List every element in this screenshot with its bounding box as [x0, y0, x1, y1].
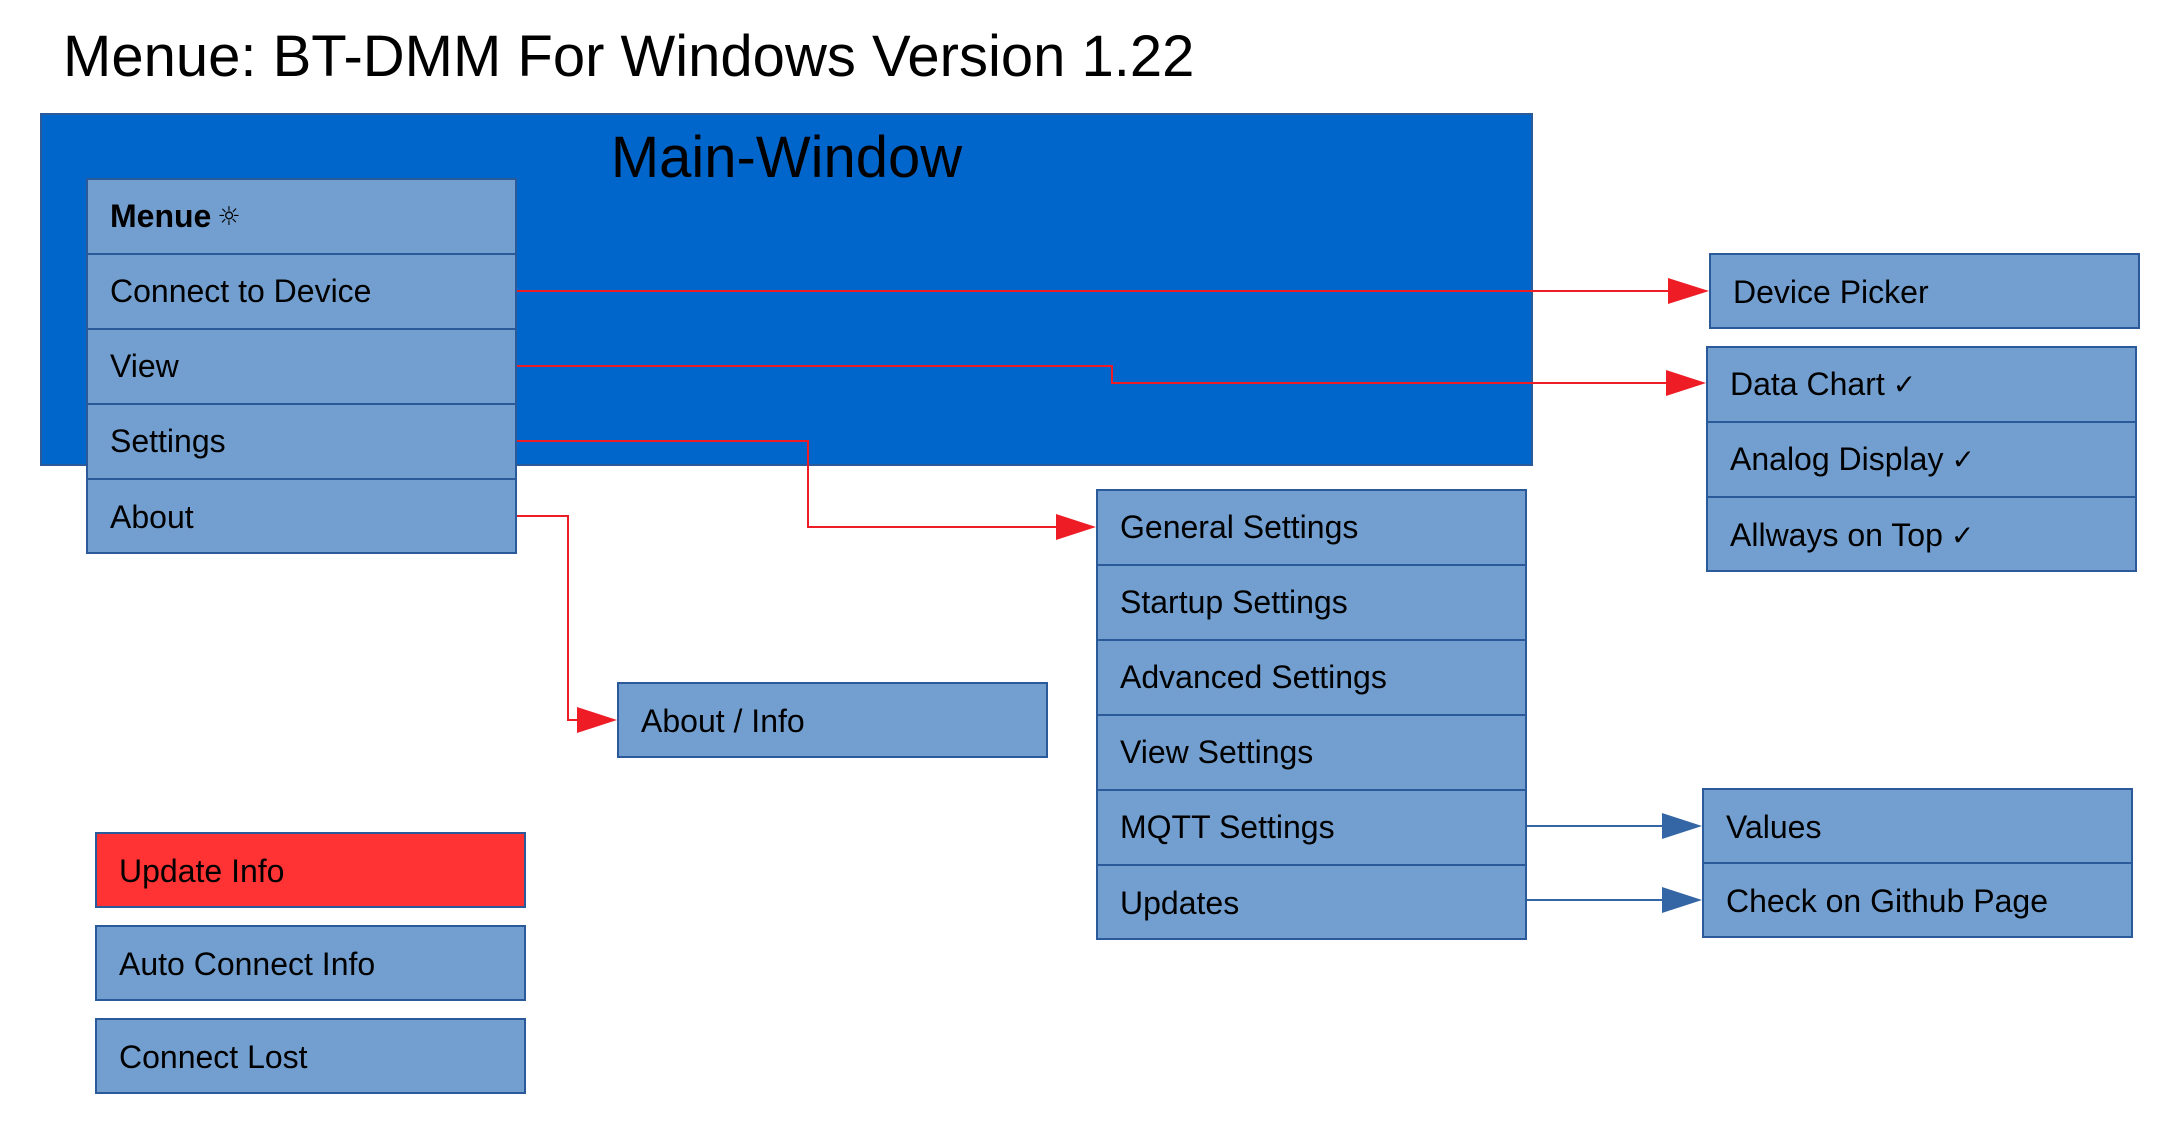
view-item-data-chart[interactable]: Data Chart ✓: [1708, 348, 2135, 423]
connect-lost-label[interactable]: Connect Lost: [119, 1039, 308, 1075]
auto-connect-info-dialog: Auto Connect Info: [95, 925, 526, 1001]
settings-submenu: General Settings Startup Settings Advanc…: [1096, 489, 1527, 940]
settings-item-updates[interactable]: Updates: [1120, 885, 1240, 921]
check-github-item[interactable]: Check on Github Page: [1726, 883, 2048, 919]
mqtt-values-item[interactable]: Values: [1726, 809, 1822, 845]
connect-lost-dialog: Connect Lost: [95, 1018, 526, 1094]
auto-connect-info-label[interactable]: Auto Connect Info: [119, 946, 376, 982]
check-icon: ✓: [1892, 368, 1917, 401]
settings-item-general[interactable]: General Settings: [1098, 491, 1525, 566]
check-icon: ✓: [1950, 519, 1975, 552]
menu-header-label: Menue: [110, 198, 212, 234]
main-window-title: Main-Window: [610, 125, 963, 190]
arrowhead-updates: [1662, 887, 1702, 913]
about-info-item[interactable]: About / Info: [641, 703, 805, 739]
connector-view: [517, 365, 1666, 384]
view-item-label: Allways on Top: [1730, 517, 1943, 553]
update-info-label[interactable]: Update Info: [119, 853, 285, 889]
page-title: Menue: BT-DMM For Windows Version 1.22: [63, 24, 1195, 89]
view-item-allways-on-top[interactable]: Allways on Top ✓: [1708, 498, 2135, 573]
menu-header[interactable]: Menue ☼: [88, 180, 515, 255]
arrowhead-about: [577, 707, 617, 733]
main-menu: Menue ☼ Connect to Device View Settings …: [86, 178, 517, 554]
view-item-label: Analog Display: [1730, 441, 1944, 477]
sun-icon: ☼: [217, 201, 241, 232]
check-icon: ✓: [1951, 443, 1975, 476]
arrowhead-mqtt: [1662, 813, 1702, 839]
menu-item-connect-to-device[interactable]: Connect to Device: [88, 255, 515, 330]
connector-settings: [517, 440, 1056, 528]
mqtt-submenu: Values: [1702, 788, 2133, 864]
view-item-label: Data Chart: [1730, 366, 1885, 402]
arrowhead-settings: [1056, 514, 1096, 540]
updates-submenu: Check on Github Page: [1702, 862, 2133, 938]
connector-about: [517, 515, 577, 721]
settings-item-mqtt[interactable]: MQTT Settings: [1098, 791, 1525, 866]
device-picker-item[interactable]: Device Picker: [1733, 274, 1929, 310]
settings-item-view[interactable]: View Settings: [1098, 716, 1525, 791]
settings-item-startup[interactable]: Startup Settings: [1098, 566, 1525, 641]
arrowhead-connect-to-device: [1668, 278, 1709, 304]
menu-item-about[interactable]: About: [110, 499, 194, 535]
menu-item-settings[interactable]: Settings: [88, 405, 515, 480]
view-submenu: Data Chart ✓ Analog Display ✓ Allways on…: [1706, 346, 2137, 572]
about-submenu: About / Info: [617, 682, 1048, 758]
arrowhead-view: [1666, 370, 1706, 396]
view-item-analog-display[interactable]: Analog Display ✓: [1708, 423, 2135, 498]
menu-item-view[interactable]: View: [88, 330, 515, 405]
device-picker-box: Device Picker: [1709, 253, 2140, 329]
settings-item-advanced[interactable]: Advanced Settings: [1098, 641, 1525, 716]
update-info-dialog: Update Info: [95, 832, 526, 908]
